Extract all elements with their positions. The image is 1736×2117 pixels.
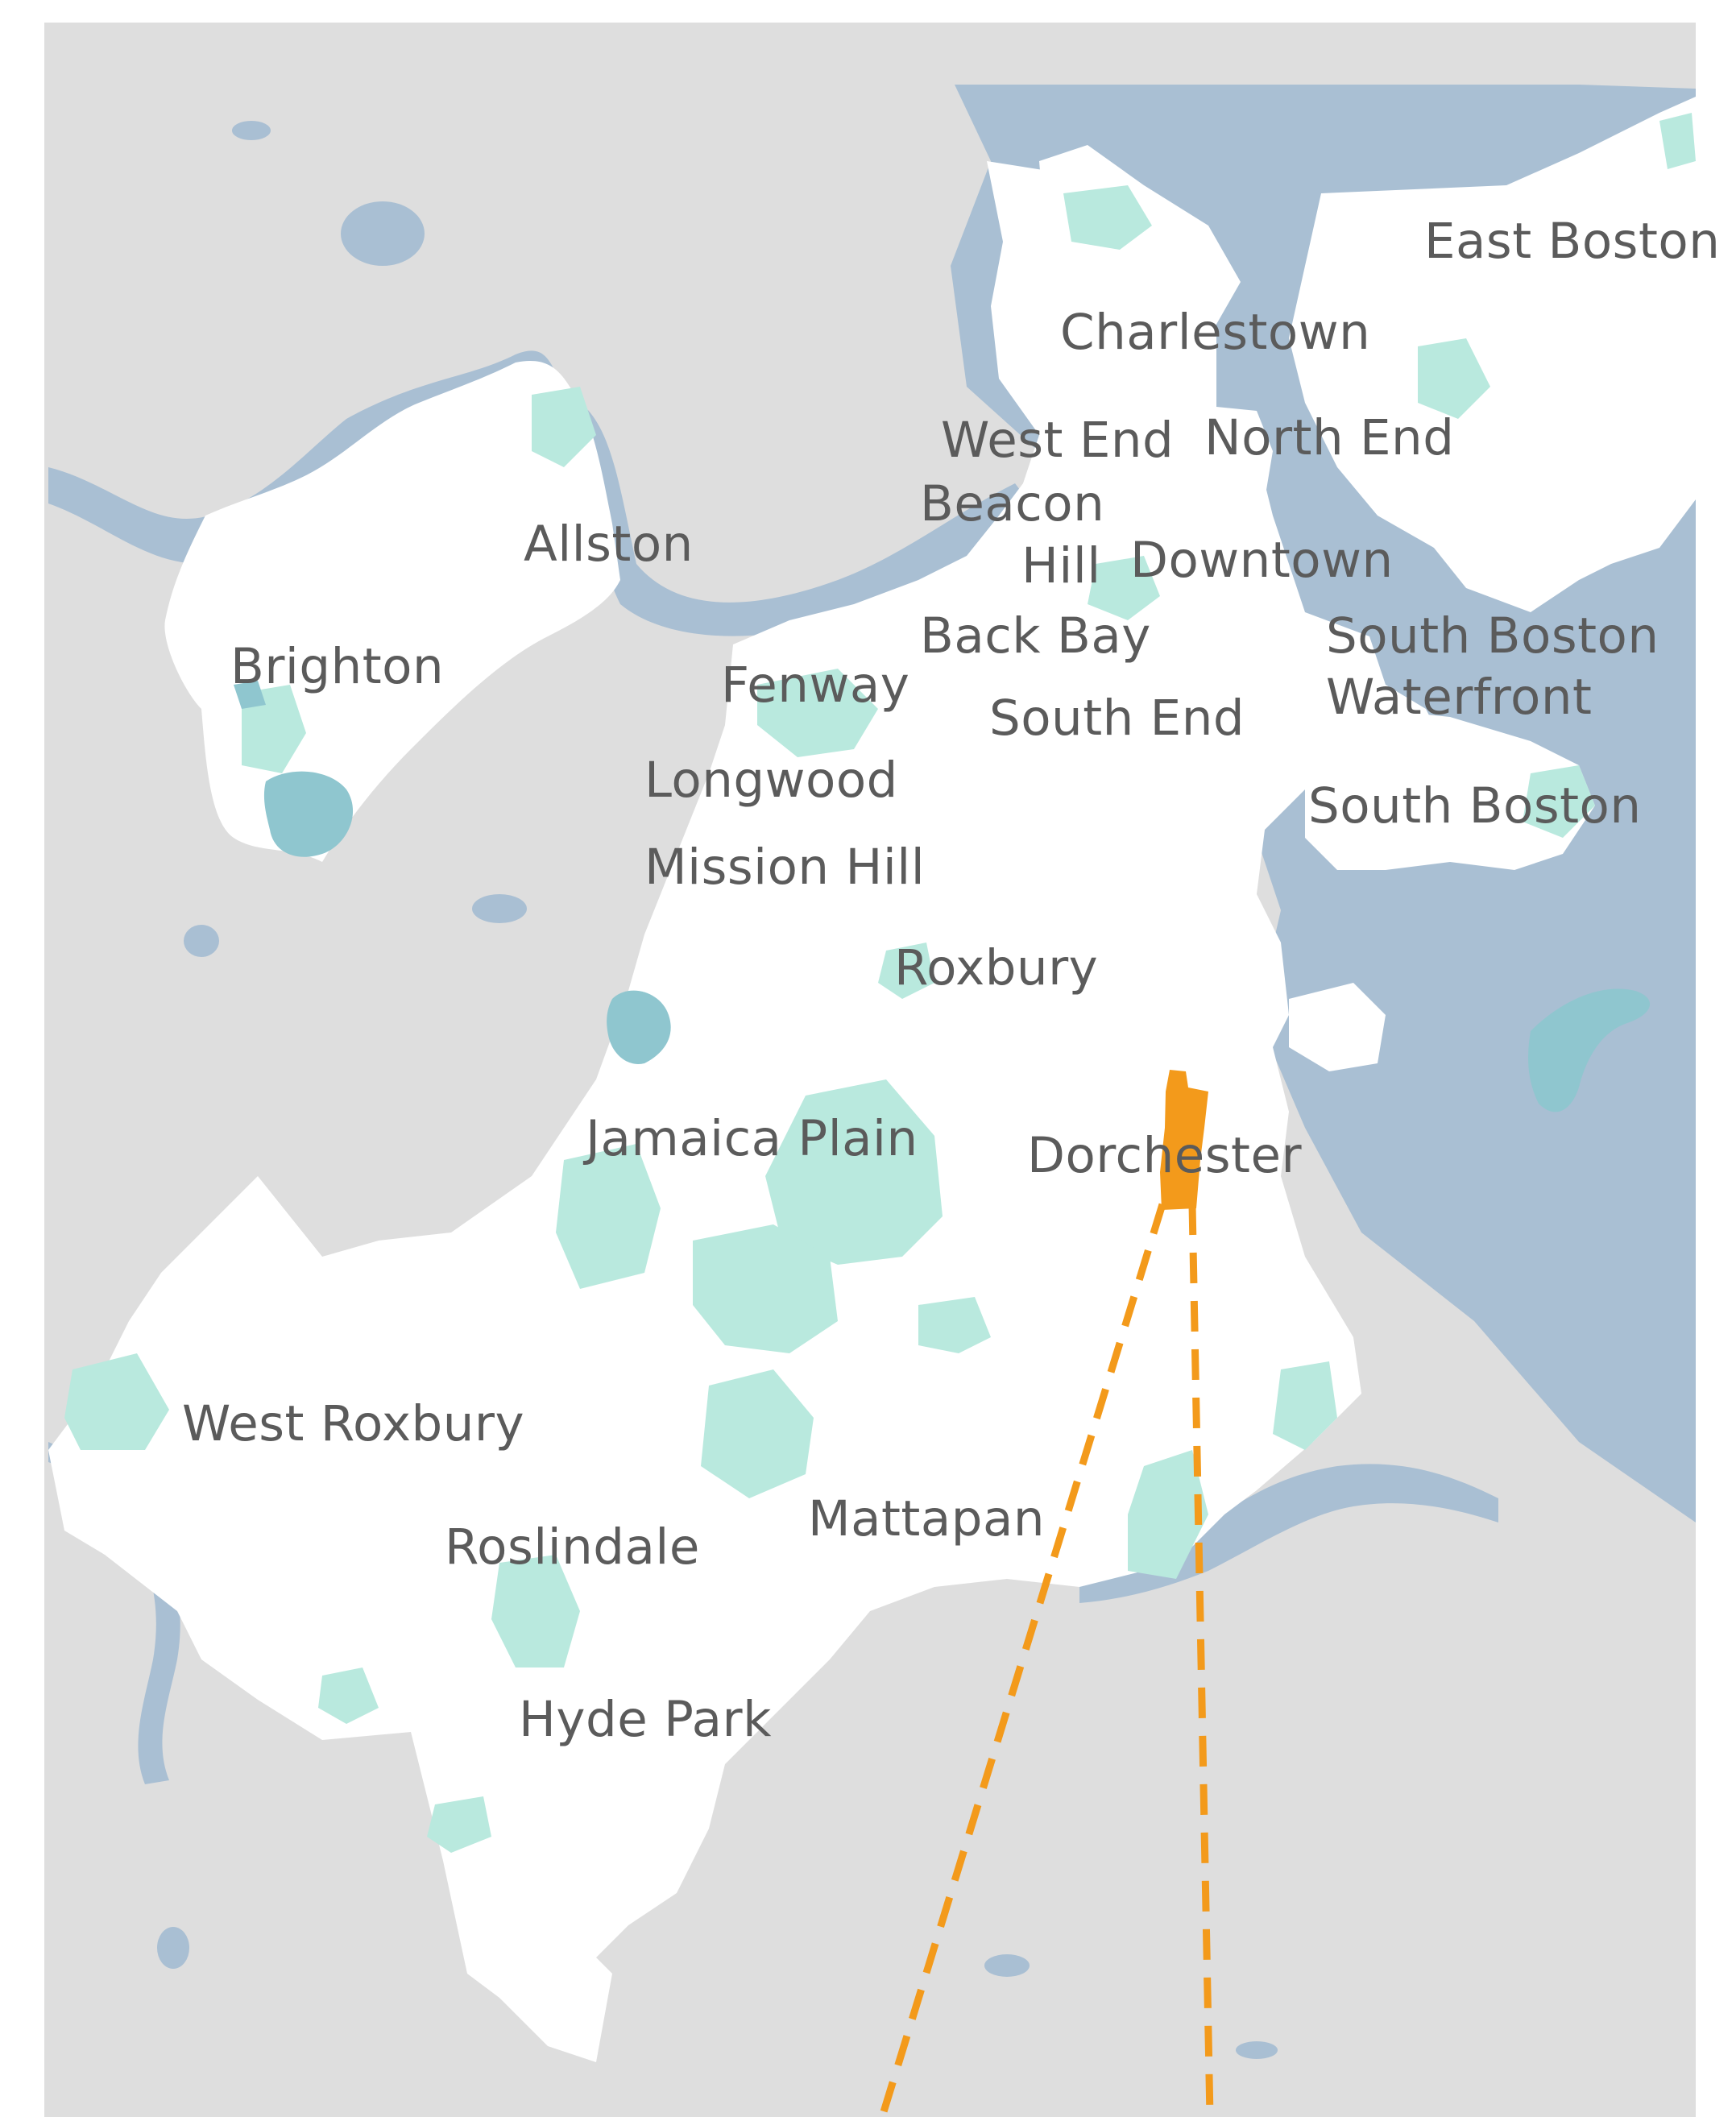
label-brighton: Brighton: [230, 638, 444, 695]
label-longwood: Longwood: [644, 752, 898, 809]
hyde-park-green: [427, 1796, 491, 1853]
south-boston-land: [1305, 709, 1595, 870]
forest-hills-cemetery: [701, 1369, 814, 1498]
small-pond-west: [184, 925, 219, 957]
label-charlestown: Charlestown: [1060, 304, 1370, 361]
common-green: [1088, 556, 1160, 620]
small-pond-north: [232, 121, 271, 140]
east-boston-green-north: [1659, 113, 1696, 169]
label-hill: Hill: [1021, 537, 1101, 594]
fenway-park-green: [757, 669, 878, 757]
label-dorchester: Dorchester: [1027, 1127, 1302, 1184]
label-south-boston: South Boston: [1308, 777, 1642, 835]
city-land: [48, 97, 1696, 2062]
franklin-park: [765, 1079, 943, 1265]
label-back-bay: Back Bay: [920, 607, 1151, 665]
arnold-arboretum: [693, 1224, 838, 1353]
inner-ponds: [234, 681, 1651, 1112]
label-south-end: South End: [989, 690, 1245, 747]
brighton-pond: [234, 681, 266, 709]
label-west-end: West End: [941, 412, 1174, 469]
label-north-end: North End: [1204, 409, 1454, 466]
label-mattapan: Mattapan: [808, 1490, 1045, 1547]
jamaica-pond: [607, 990, 671, 1064]
stony-brook-reservation: [491, 1555, 580, 1668]
chestnut-hill-reservoir: [263, 771, 354, 857]
dorchester-shore-park: [1273, 1361, 1337, 1450]
neighborhood-labels: East Boston Charlestown West End North E…: [182, 213, 1720, 1748]
brighton-park: [242, 685, 306, 773]
small-pond-southeast: [984, 1954, 1030, 1977]
small-pond-middle: [472, 894, 527, 923]
neponset-river: [1079, 1464, 1498, 1603]
label-downtown: Downtown: [1130, 532, 1394, 589]
label-east-boston: East Boston: [1424, 213, 1720, 270]
parks: [64, 113, 1696, 1853]
city-main-mass: [48, 161, 1450, 2062]
southwest-green: [318, 1668, 379, 1724]
leader-line-left: [878, 1203, 1166, 2117]
highlighted-tract: [1160, 1070, 1208, 1210]
label-west-roxbury: West Roxbury: [182, 1395, 524, 1452]
south-boston-green: [1523, 765, 1595, 838]
label-roxbury: Roxbury: [894, 939, 1098, 996]
charlestown-green: [1063, 185, 1152, 250]
allston-park: [532, 387, 596, 467]
neponset-park: [1128, 1450, 1208, 1579]
label-jamaica-plain: Jamaica Plain: [582, 1110, 918, 1167]
roxbury-green: [878, 942, 934, 999]
east-boston-land: [1289, 97, 1696, 612]
jamaica-pond-park: [556, 1144, 661, 1289]
mattapan-green: [918, 1297, 991, 1353]
label-roslindale: Roslindale: [445, 1518, 700, 1576]
thompson-island-pond: [1528, 988, 1651, 1112]
label-waterfront: Waterfront: [1326, 669, 1592, 726]
downtown-land: [1039, 403, 1273, 588]
chestnut-hill-reservoir-outside: [341, 201, 425, 266]
label-beacon: Beacon: [920, 475, 1104, 532]
west-roxbury-park: [64, 1353, 169, 1450]
label-south-boston-waterfront-1: South Boston: [1326, 607, 1659, 665]
highlight-callout: [878, 1070, 1214, 2117]
leader-line-right: [1188, 1204, 1214, 2117]
label-mission-hill: Mission Hill: [644, 839, 925, 896]
small-pond-bottom: [1236, 2041, 1278, 2059]
label-allston: Allston: [524, 516, 694, 573]
small-pond-south: [157, 1927, 189, 1969]
label-fenway: Fenway: [721, 657, 909, 714]
label-hyde-park: Hyde Park: [519, 1691, 772, 1748]
dorchester-coast-land: [1289, 983, 1386, 1071]
east-boston-green: [1418, 338, 1490, 419]
